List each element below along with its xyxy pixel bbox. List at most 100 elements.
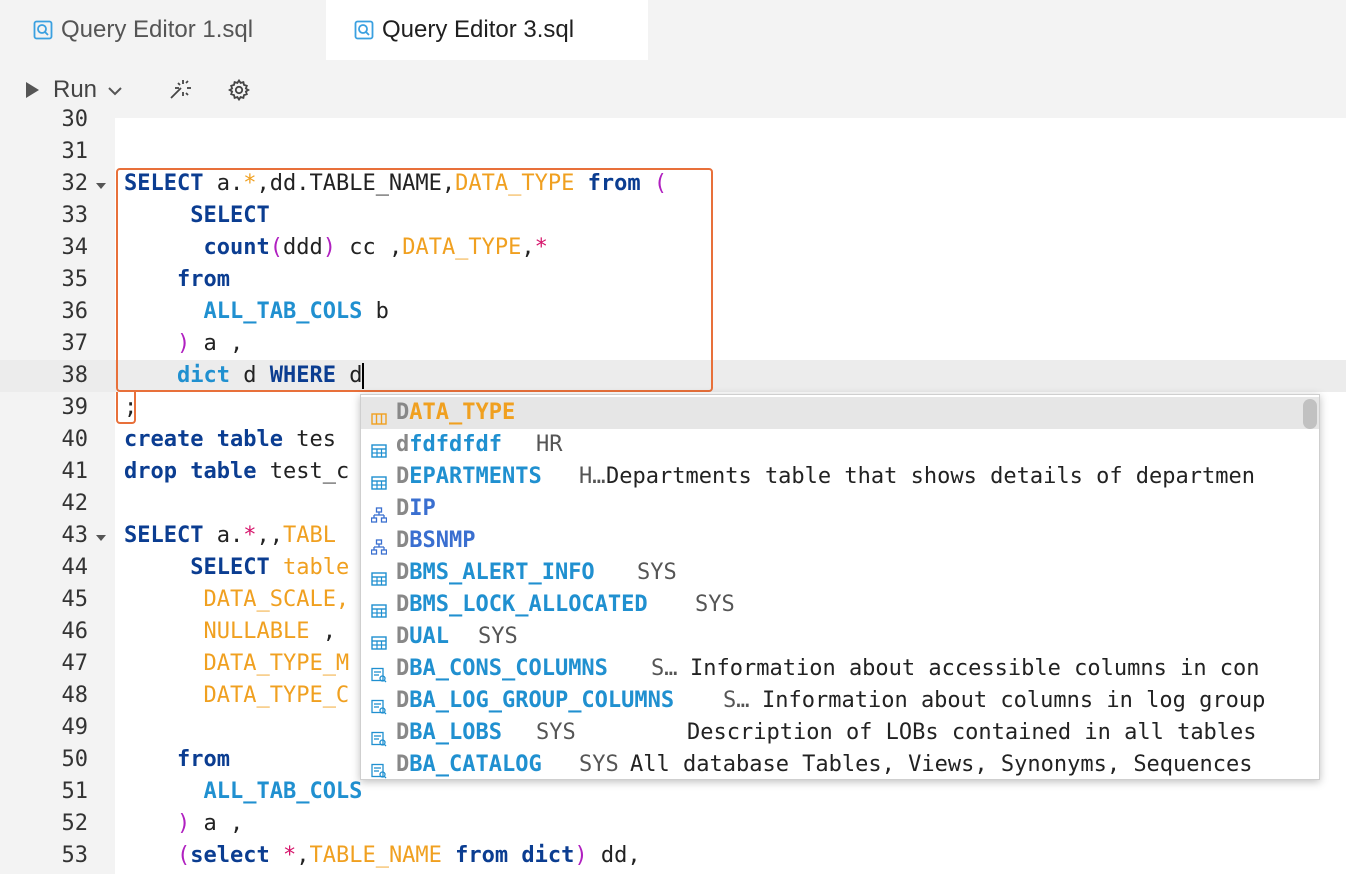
kw: table xyxy=(216,427,283,452)
suggestion-owner: HR xyxy=(536,432,563,457)
popup-scrollbar[interactable] xyxy=(1303,399,1317,429)
code-line-43[interactable]: SELECT a.*,,TABL xyxy=(124,520,336,552)
fold-arrow-icon[interactable] xyxy=(96,183,106,189)
code-line-50[interactable]: from xyxy=(124,744,230,776)
suggestion-name: DBMS_LOCK_ALLOCATED xyxy=(396,589,648,621)
code-line-45[interactable]: DATA_SCALE, xyxy=(124,584,349,616)
suggestion-name: DUAL xyxy=(396,621,449,653)
tab-query-editor-1[interactable]: Query Editor 1.sql xyxy=(33,0,253,60)
txt: test_c xyxy=(256,459,350,484)
suggestion-name: DATA_TYPE xyxy=(396,397,515,429)
code-line-53[interactable]: (select *,TABLE_NAME from dict) dd, xyxy=(124,840,641,872)
suggestion-name: DBMS_ALERT_INFO xyxy=(396,557,595,589)
suggestion-name-rest: BMS_ALERT_INFO xyxy=(409,560,595,585)
format-magic-icon[interactable] xyxy=(167,78,191,102)
view-icon xyxy=(371,661,387,683)
match-highlight: D xyxy=(396,464,410,489)
schema-icon xyxy=(370,501,388,523)
tab-query-editor-3[interactable]: Query Editor 3.sql xyxy=(326,0,648,60)
suggestion-item[interactable]: DIP xyxy=(361,493,1319,525)
code-line-51[interactable]: ALL_TAB_COLS xyxy=(124,776,362,808)
paren: ) xyxy=(176,331,191,356)
txt: ; xyxy=(124,395,138,420)
suggestion-name-rest: EPARTMENTS xyxy=(409,464,542,489)
run-button[interactable]: Run xyxy=(26,76,123,104)
suggestion-item[interactable]: DATA_TYPE xyxy=(361,397,1319,429)
suggestion-name-rest: BSNMP xyxy=(409,528,476,553)
code-line-40[interactable]: create table tes xyxy=(124,424,336,456)
suggestion-name-rest: BA_CONS_COLUMNS xyxy=(409,656,608,681)
column-ref: table xyxy=(282,555,350,580)
play-icon xyxy=(26,82,39,98)
paren: ) xyxy=(322,235,336,260)
txt: ,dd.TABLE_NAME, xyxy=(256,171,456,196)
code-line-39[interactable]: ; xyxy=(124,392,137,424)
code-line-47[interactable]: DATA_TYPE_M xyxy=(124,648,349,680)
code-line-41[interactable]: drop table test_c xyxy=(124,456,349,488)
txt: , xyxy=(309,619,336,644)
gear-icon[interactable] xyxy=(227,78,251,102)
tab-label: Query Editor 1.sql xyxy=(61,16,254,43)
code-line-34[interactable]: count(ddd) cc ,DATA_TYPE,* xyxy=(124,232,548,264)
txt: a , xyxy=(190,331,244,356)
line-number: 45 xyxy=(61,587,89,612)
column-ref: NULLABLE xyxy=(203,619,310,644)
suggestion-description: Departments table that shows details of … xyxy=(606,464,1256,489)
suggestion-description: All database Tables, Views, Synonyms, Se… xyxy=(630,752,1253,777)
txt: tes xyxy=(282,427,336,452)
code-line-38[interactable]: dict d WHERE d xyxy=(124,360,365,392)
query-file-icon xyxy=(354,20,374,40)
line-number: 46 xyxy=(61,619,89,644)
code-line-37[interactable]: ) a , xyxy=(124,328,243,360)
table-icon xyxy=(371,469,387,490)
line-number: 37 xyxy=(61,331,89,356)
kw: WHERE xyxy=(269,363,336,388)
match-highlight: D xyxy=(396,656,410,681)
suggestion-item[interactable]: DBSNMP xyxy=(361,525,1319,557)
table-ref: dict xyxy=(521,843,575,868)
code-line-33[interactable]: SELECT xyxy=(124,200,269,232)
suggestion-name-rest: BA_LOG_GROUP_COLUMNS xyxy=(409,688,675,713)
match-highlight: D xyxy=(396,496,410,521)
line-number: 41 xyxy=(61,459,89,484)
match-highlight: D xyxy=(396,400,410,425)
txt: ,, xyxy=(256,523,283,548)
line-number: 33 xyxy=(61,203,89,228)
code-line-36[interactable]: ALL_TAB_COLS b xyxy=(124,296,388,328)
suggestion-name: DBSNMP xyxy=(396,525,475,557)
star: * xyxy=(243,171,257,196)
match-highlight: D xyxy=(396,752,410,777)
statement-highlight-end xyxy=(116,392,136,424)
code-line-48[interactable]: DATA_TYPE_C xyxy=(124,680,349,712)
fold-arrow-icon[interactable] xyxy=(96,535,106,541)
txt: ddd xyxy=(282,235,323,260)
star: * xyxy=(534,235,548,260)
table-icon xyxy=(371,597,387,618)
kw: from xyxy=(455,843,509,868)
query-file-icon xyxy=(33,20,53,40)
line-number: 47 xyxy=(61,651,89,676)
chevron-down-icon[interactable] xyxy=(107,76,123,104)
code-line-46[interactable]: NULLABLE , xyxy=(124,616,336,648)
line-number: 40 xyxy=(61,427,89,452)
match-highlight: D xyxy=(396,528,410,553)
code-line-52[interactable]: ) a , xyxy=(124,808,243,840)
line-number: 39 xyxy=(61,395,89,420)
suggestion-name-rest: BA_CATALOG xyxy=(409,752,542,777)
code-line-44[interactable]: SELECT table xyxy=(124,552,349,584)
code-line-35[interactable]: from xyxy=(124,264,230,296)
space xyxy=(641,171,654,196)
code-line-32[interactable]: SELECT a.*,dd.TABLE_NAME,DATA_TYPE from … xyxy=(124,168,667,200)
line-number: 51 xyxy=(61,779,89,804)
kw: SELECT xyxy=(124,171,204,196)
